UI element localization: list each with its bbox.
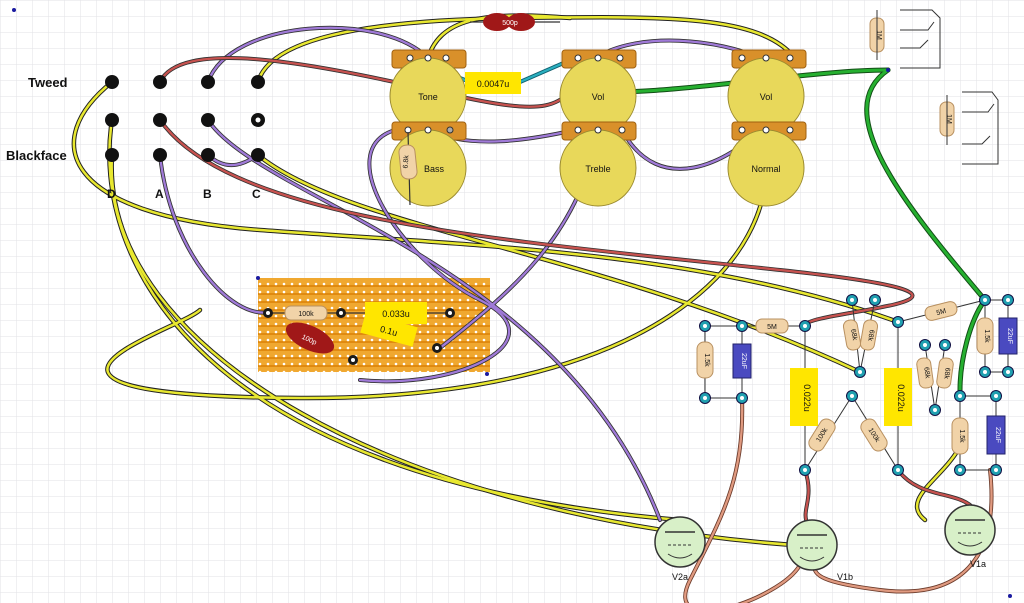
svg-text:V2a: V2a: [672, 572, 688, 582]
input-jack-1: 1M: [869, 9, 941, 69]
svg-text:100k: 100k: [298, 311, 314, 318]
cathode-right-bottom: 1.5k 22uF: [951, 395, 1006, 471]
board-components: 100k 100p 0.033u 0.1u: [263, 302, 455, 365]
svg-text:68k: 68k: [866, 329, 875, 342]
svg-text:0.022u: 0.022u: [802, 384, 812, 412]
col-label-b: B: [203, 187, 212, 201]
tube-v1a: V1a: [944, 504, 996, 569]
svg-text:0.022u: 0.022u: [896, 384, 906, 412]
resistors-68k-mid: 68k 68k: [842, 299, 879, 373]
svg-text:Normal: Normal: [751, 164, 780, 174]
tube-v2a: V2a: [654, 516, 706, 582]
switch-matrix: Tweed Blackface D A B C: [6, 75, 265, 201]
resistor-5m-a: 5M: [742, 318, 805, 334]
svg-text:5M: 5M: [936, 308, 947, 317]
capacitor-0.022u-b: 0.022u: [884, 322, 912, 470]
svg-text:1.5k: 1.5k: [983, 329, 990, 343]
pot-normal: Normal: [727, 121, 807, 207]
resistor-6.8k-bass: 6.8k: [398, 131, 418, 206]
svg-text:5M: 5M: [767, 324, 777, 331]
svg-text:1M: 1M: [945, 114, 952, 124]
pot-vol-1: Vol: [559, 49, 637, 135]
capacitor-0.022u-a: 0.022u: [790, 326, 818, 470]
capacitor-0.0047u: 0.0047u: [465, 72, 521, 94]
svg-text:6.8k: 6.8k: [403, 155, 411, 169]
switch-terminals: [105, 75, 265, 162]
row-label-blackface: Blackface: [6, 148, 67, 163]
svg-text:Bass: Bass: [424, 164, 445, 174]
pot-treble: Treble: [559, 121, 637, 207]
input-jack-2: 1M: [939, 91, 999, 165]
pot-vol-2: Vol: [727, 49, 807, 135]
svg-text:1.5k: 1.5k: [703, 353, 710, 367]
svg-text:1M: 1M: [875, 30, 882, 40]
col-label-d: D: [107, 187, 116, 201]
col-label-a: A: [155, 187, 164, 201]
resistor-5m-b: 5M: [897, 299, 986, 323]
svg-text:22uF: 22uF: [994, 427, 1001, 443]
resistors-100k-plate: 100k 100k: [804, 395, 899, 471]
svg-text:0.033u: 0.033u: [382, 309, 410, 319]
svg-text:Tone: Tone: [418, 92, 438, 102]
svg-text:V1b: V1b: [837, 572, 853, 582]
svg-text:1.5k: 1.5k: [958, 429, 965, 443]
resistors-68k-right: 68k 68k: [916, 344, 954, 411]
svg-text:68k: 68k: [942, 367, 951, 380]
svg-text:V1a: V1a: [970, 559, 986, 569]
marker-dots: [12, 8, 1012, 598]
svg-text:500p: 500p: [502, 20, 518, 27]
svg-text:0.1u: 0.1u: [379, 324, 399, 338]
col-label-c: C: [252, 187, 261, 201]
eyelets: [699, 294, 1014, 476]
svg-text:Vol: Vol: [760, 92, 773, 102]
svg-text:68k: 68k: [922, 367, 931, 380]
svg-text:68k: 68k: [849, 329, 858, 342]
svg-text:Vol: Vol: [592, 92, 605, 102]
pot-tone: Tone: [389, 49, 467, 135]
tube-v1b: V1b: [786, 519, 853, 582]
svg-text:0.0047u: 0.0047u: [477, 79, 510, 89]
cathode-v2a: 1.5k 22uF: [696, 325, 752, 399]
svg-text:22uF: 22uF: [740, 353, 747, 369]
row-label-tweed: Tweed: [28, 75, 68, 90]
svg-text:Treble: Treble: [585, 164, 610, 174]
svg-text:22uF: 22uF: [1006, 328, 1013, 344]
capacitor-500p: 500p: [470, 13, 560, 31]
